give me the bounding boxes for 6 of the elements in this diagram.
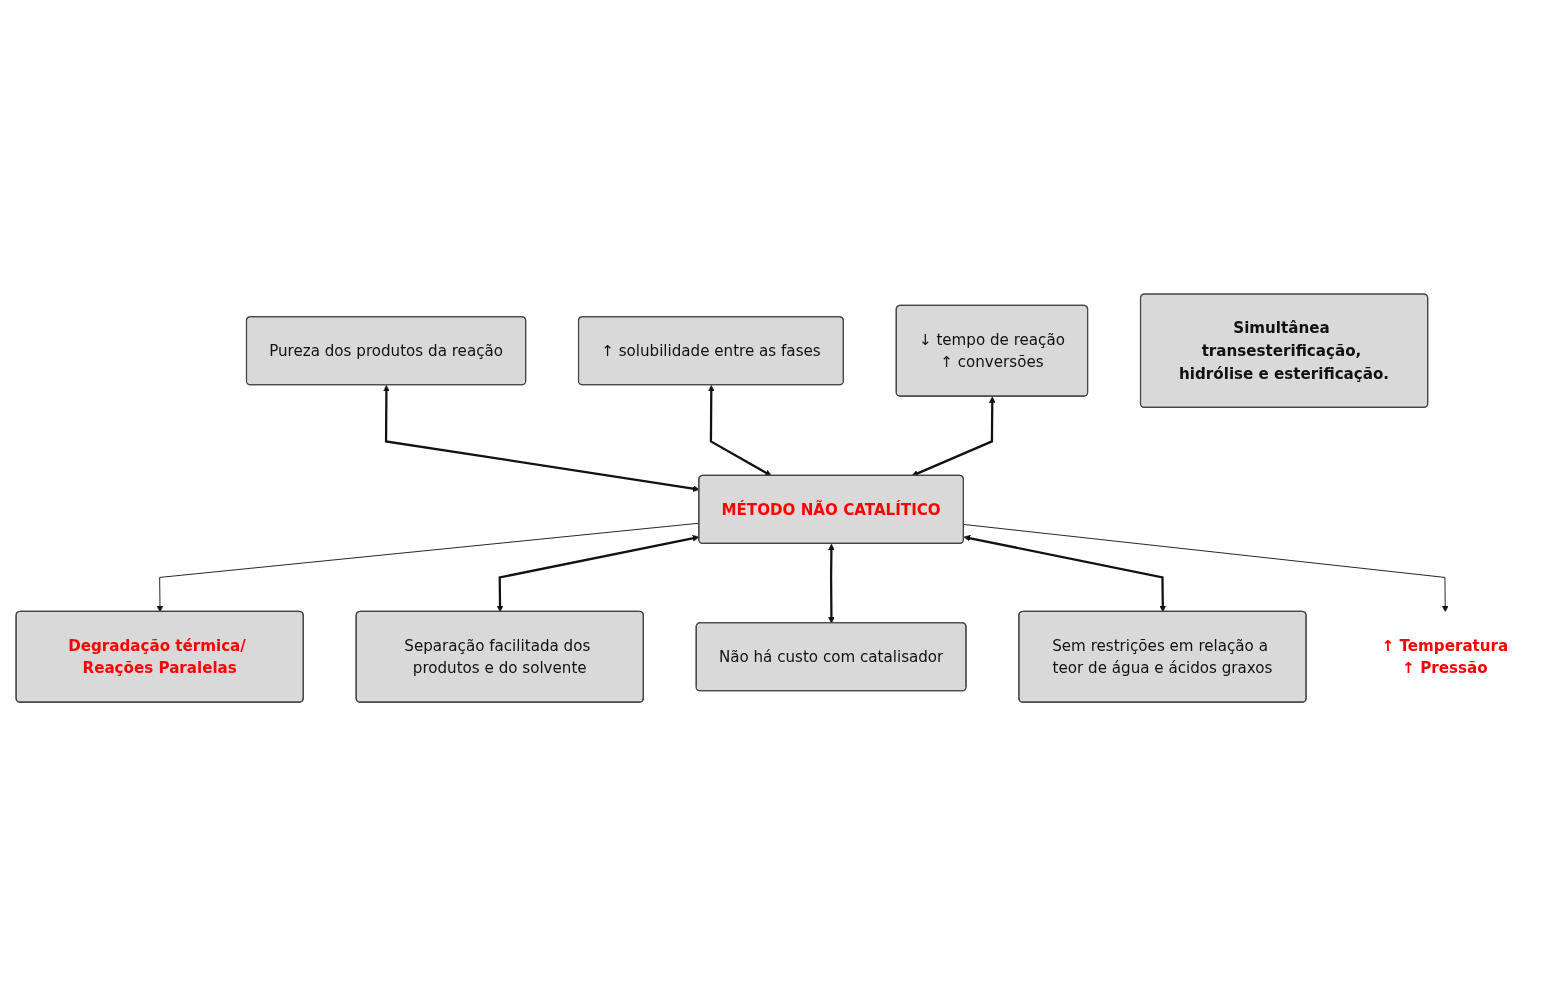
arrow [496, 535, 700, 613]
arrow [911, 396, 996, 477]
arrow [963, 535, 1167, 613]
arrow [828, 544, 835, 624]
node-text: ↑ Temperatura ↑ Pressão [1381, 636, 1509, 678]
arrow [707, 385, 772, 477]
